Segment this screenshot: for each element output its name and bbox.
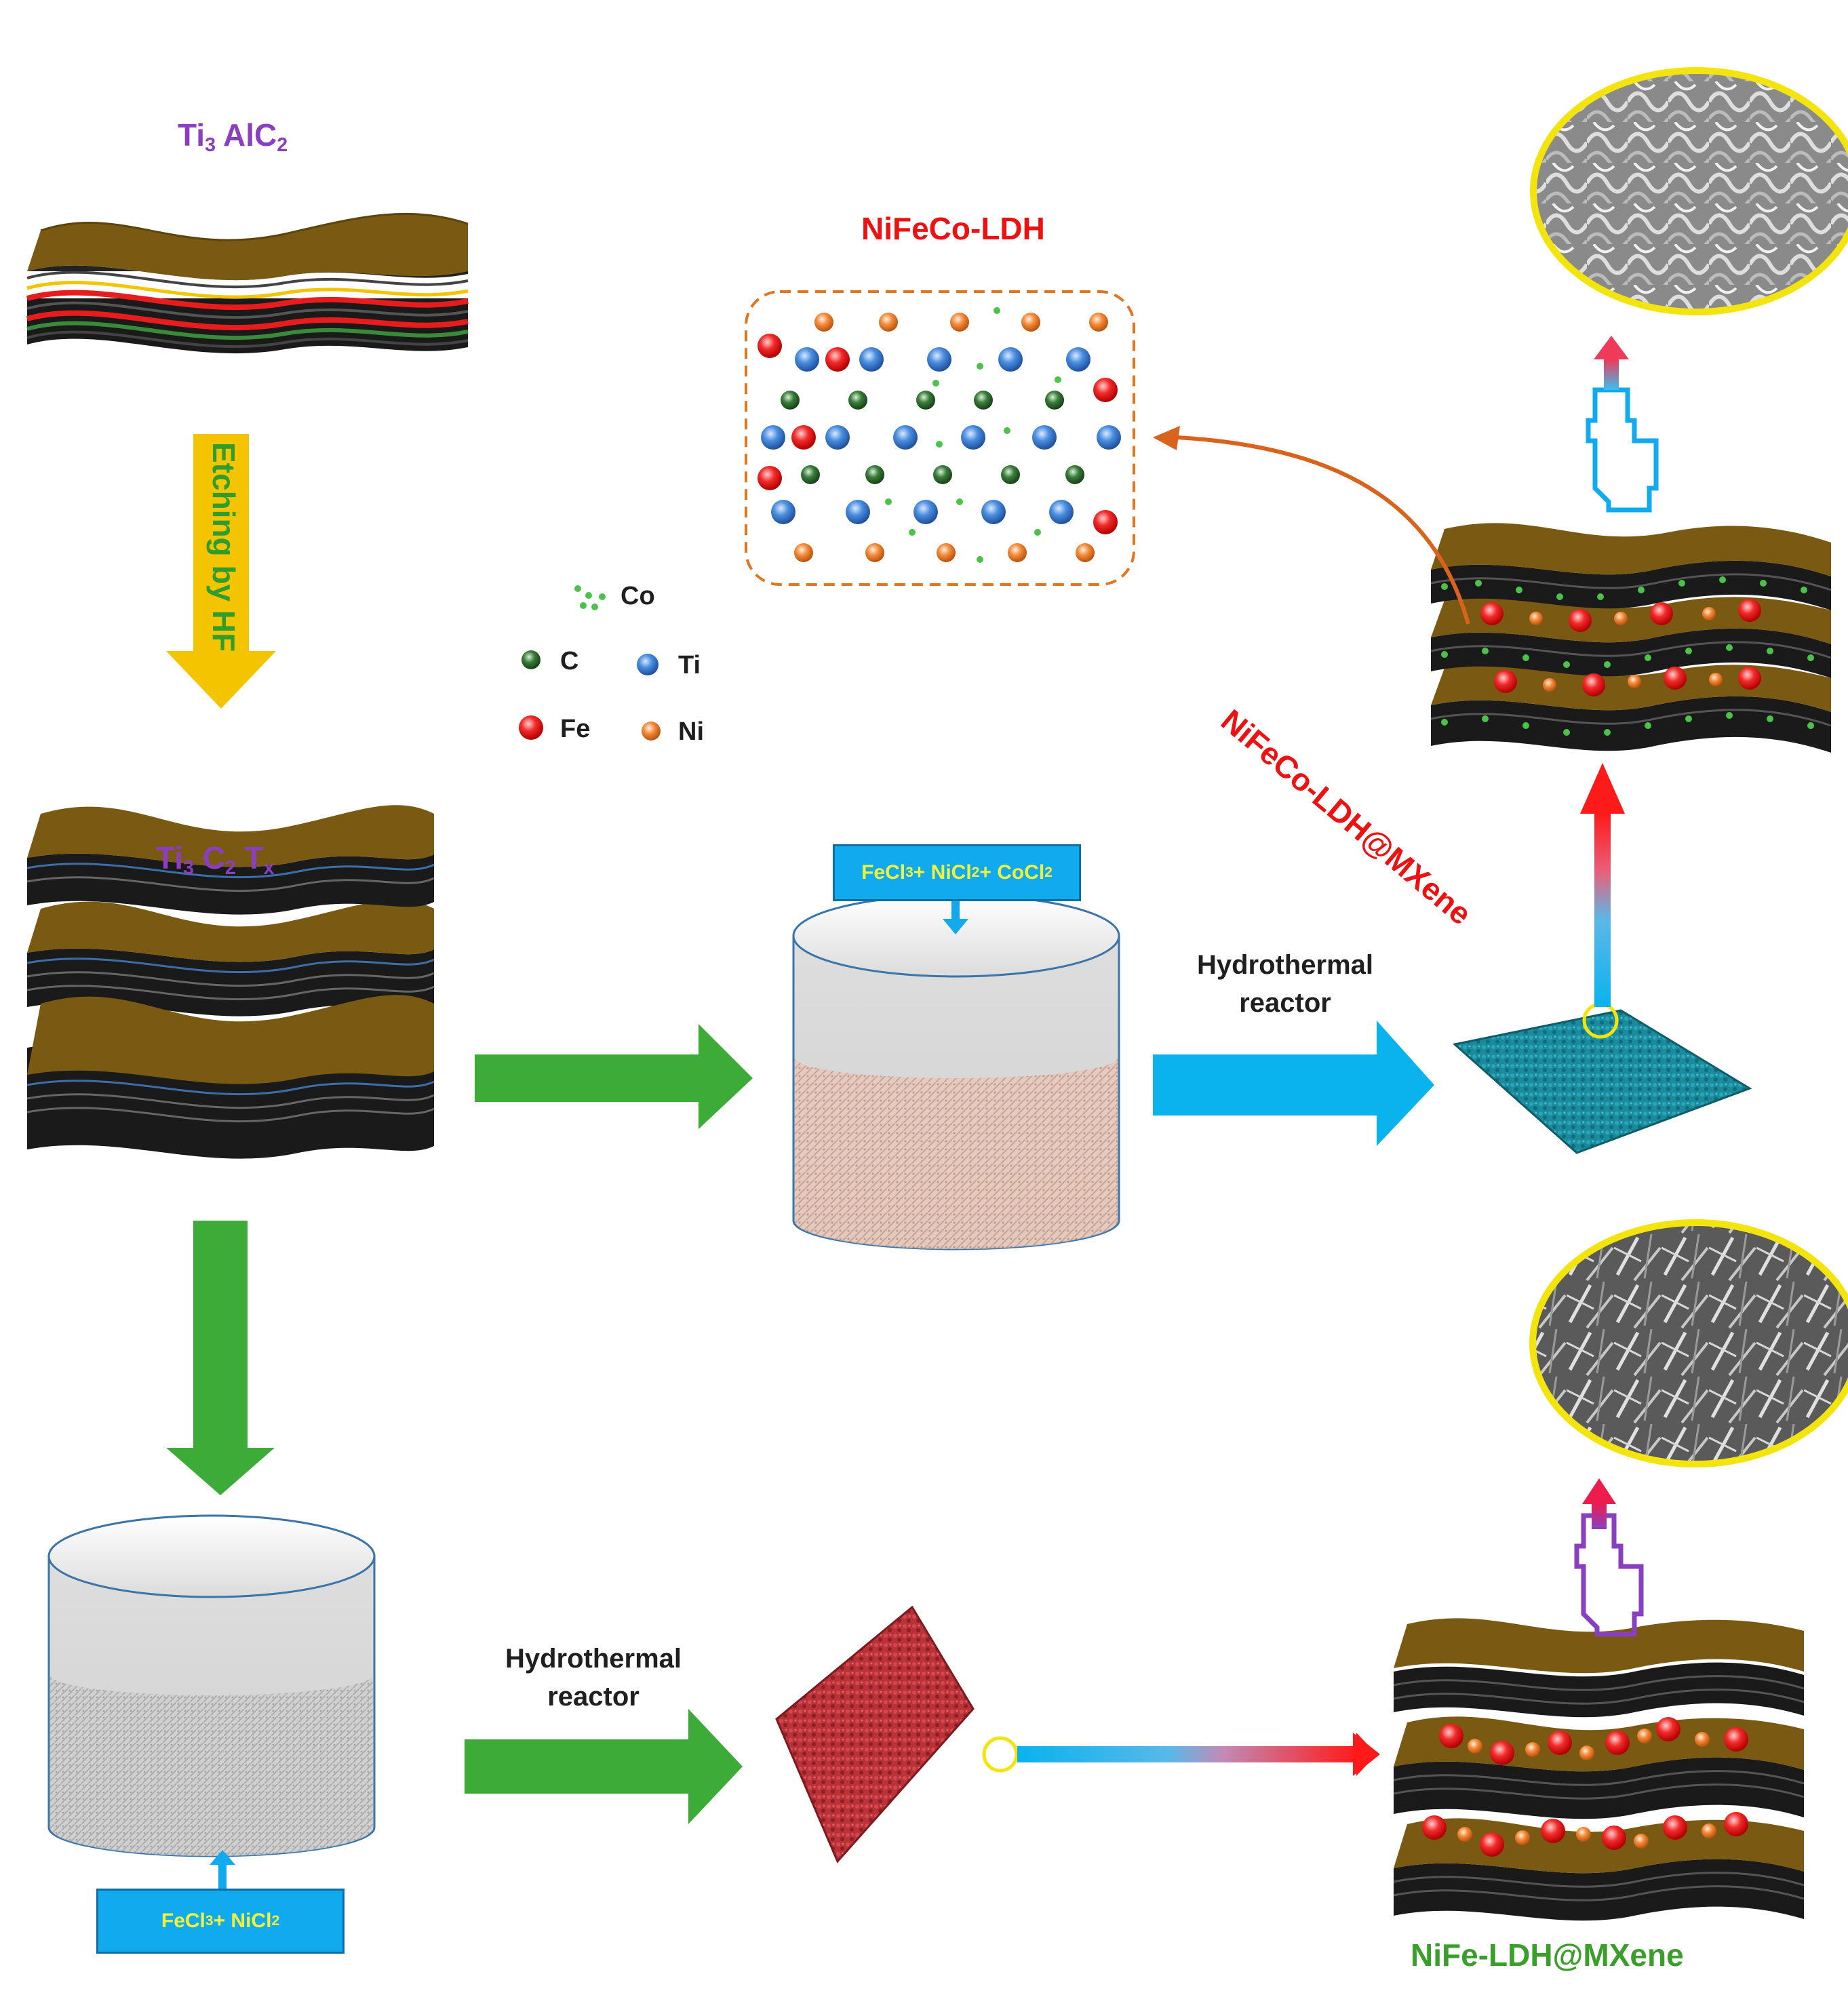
blue-foam [1452,1002,1752,1154]
nifeco-mxene-stack [1430,523,1832,753]
ti3c2tx-label: Ti3 C2 Tx [156,840,275,879]
ti-atom-icon [637,654,658,675]
orange-curved-arrow [1153,426,1470,625]
sem-image-top [1530,67,1848,315]
c-atom-icon [522,650,540,669]
nife-mxene-label: NiFe-LDH@MXene [1411,1937,1684,1973]
nifeco-ldh-box [745,290,1135,586]
legend-fe-label: Fe [560,715,591,743]
legend-c-label: C [560,647,579,675]
probe-arrow-bottom [1574,1478,1644,1637]
gradient-arrow-right [1017,1733,1380,1776]
ni-atom-icon [642,722,661,741]
ti3alc2-stack [26,212,469,354]
etching-arrow [166,434,276,709]
nifeco-ldh-label: NiFeCo-LDH [861,211,1045,246]
beaker-bottom [47,1514,376,1899]
blue-arrow-right [1153,1021,1434,1146]
green-arrow-right-1 [475,1024,753,1129]
etching-label: Etching by HF [206,442,241,652]
red-foam [775,1605,1019,1863]
fe-atom-icon [519,715,543,740]
beaker-top [792,871,1120,1250]
probe-arrow-top [1586,336,1659,513]
legend-co-label: Co [621,582,655,610]
co-dots-icon [574,585,606,610]
legend-graphics [519,585,661,741]
ti3alc2-label: Ti3 AlC2 [178,117,288,156]
ti3c2tx-stack [26,805,435,1159]
up-arrow-gradient [1580,763,1625,1007]
green-arrow-right-2 [465,1709,743,1824]
green-arrow-down [166,1221,275,1495]
sem-image-bottom [1529,1219,1848,1467]
legend-ni-label: Ni [678,717,704,746]
legend-ti-label: Ti [678,651,701,679]
nife-mxene-stack [1393,1618,1805,1921]
